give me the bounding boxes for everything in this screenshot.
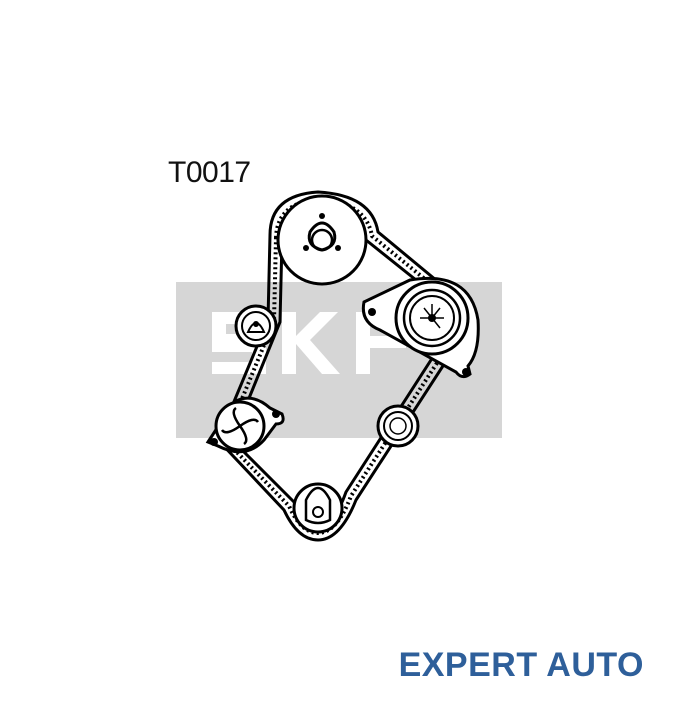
idler-pulley-left (234, 304, 278, 348)
idler-pulley-right (376, 404, 420, 448)
tensioner-pulley (361, 276, 480, 379)
brand-wordmark: EXPERT AUTO (398, 646, 644, 684)
water-pump (205, 396, 285, 454)
part-code-label: T0017 (168, 156, 251, 189)
camshaft-sprocket (276, 194, 368, 286)
crankshaft-sprocket (292, 482, 344, 534)
